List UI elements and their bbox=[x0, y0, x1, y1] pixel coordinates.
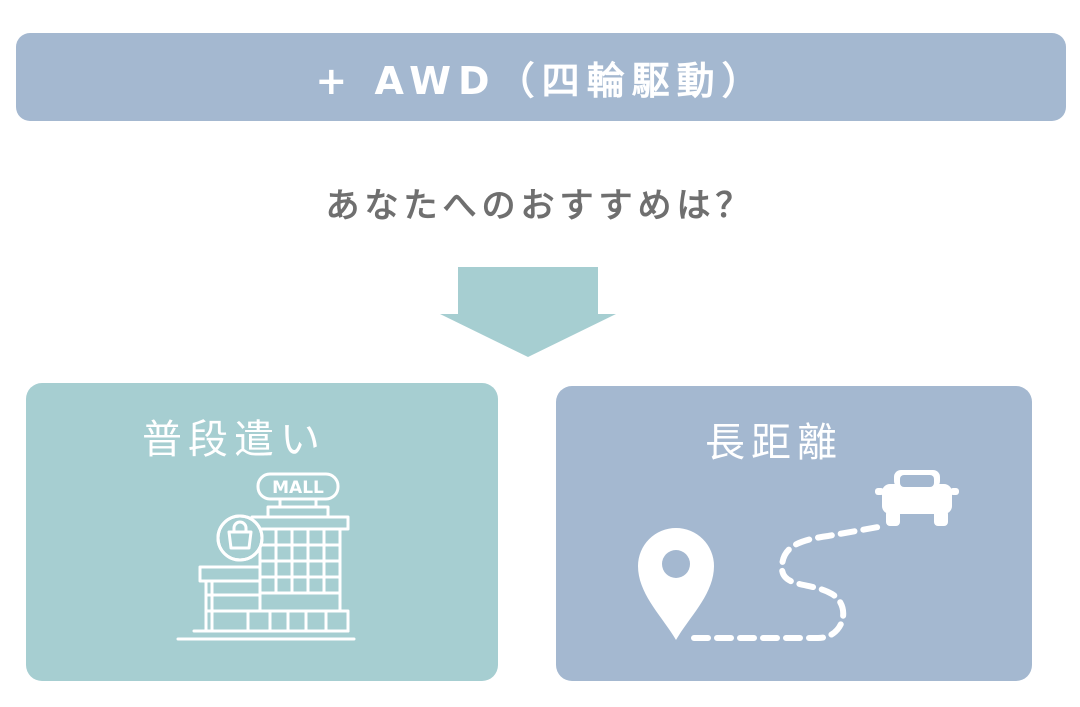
card-long-distance: 長距離 bbox=[556, 386, 1032, 681]
card-long-title: 長距離 bbox=[705, 420, 843, 466]
card-daily-use: 普段遣い MALL bbox=[26, 383, 498, 681]
header-banner: + AWD（四輪駆動） bbox=[16, 33, 1066, 121]
shopping-mall-icon: MALL bbox=[176, 472, 356, 641]
map-route-car-icon bbox=[638, 470, 959, 641]
card-daily-title: 普段遣い bbox=[142, 417, 326, 463]
down-arrow-icon bbox=[440, 267, 616, 357]
question-text: あなたへのおすすめは？ bbox=[325, 186, 755, 226]
banner-title: + AWD（四輪駆動） bbox=[315, 58, 767, 103]
mall-sign-text: MALL bbox=[272, 478, 324, 498]
